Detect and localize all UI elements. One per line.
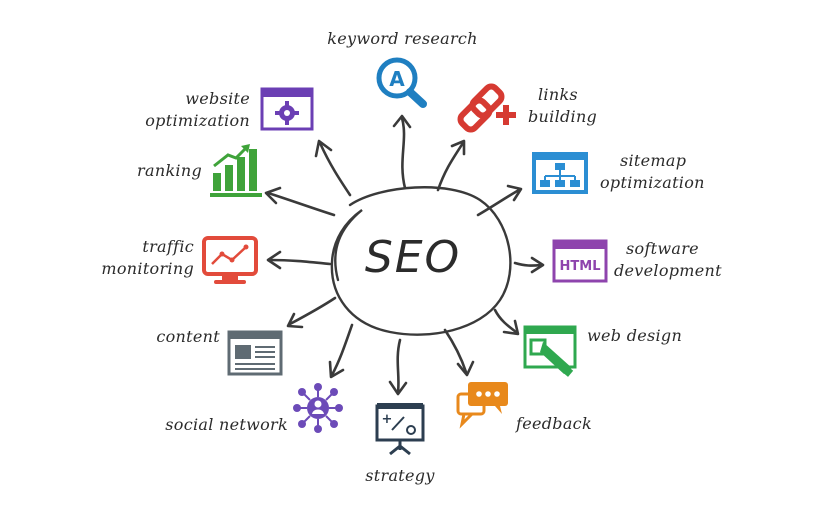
label-web-design: web design [587,326,683,345]
bar-chart-up-icon [210,144,262,197]
magnifier-a-icon: A [376,57,427,108]
social-network-icon [293,383,343,433]
monitor-chart-icon [202,236,258,284]
design-window-icon [523,325,577,377]
label-software-development: software development [614,239,722,280]
label-website-optimization: website optimization [145,89,250,130]
label-ranking: ranking [137,161,202,180]
label-feedback: feedback [516,414,592,433]
strategy-board-icon: + [375,403,425,456]
label-links-building: links building [528,85,598,126]
chain-link-plus-icon [457,83,516,133]
svg-text:+: + [382,412,393,427]
speech-bubbles-icon [456,382,508,429]
label-keyword-research: keyword research [327,29,478,48]
label-sitemap-optimization: sitemap optimization [600,151,705,192]
connector-arrows [264,114,545,396]
gear-window-icon [260,87,314,131]
label-traffic-monitoring: traffic monitoring [101,237,194,278]
center-circle [330,186,512,336]
label-strategy: strategy [365,466,435,485]
content-window-icon [227,330,283,376]
svg-text:A: A [389,67,405,91]
sitemap-icon [532,152,588,194]
label-content: content [156,327,220,346]
label-social-network: social network [165,415,288,434]
center-label: SEO [365,232,461,283]
html-window-icon: HTML [552,239,608,283]
html-icon-text: HTML [560,259,601,274]
